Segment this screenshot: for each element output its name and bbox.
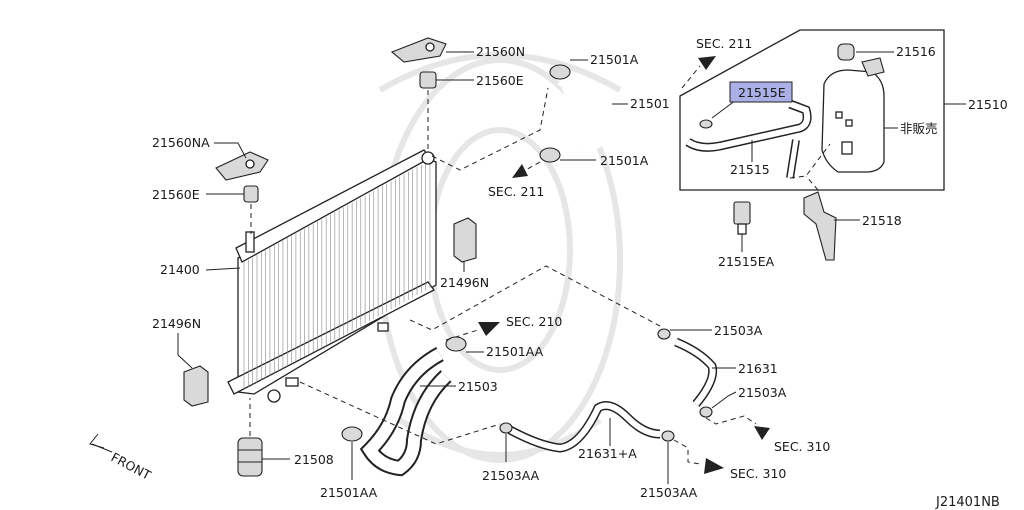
reservoir-hose-21515 <box>685 99 812 179</box>
sec211-mid-arrow <box>512 161 541 178</box>
hose-clamp-21501A-top <box>549 64 571 80</box>
diagram-code: J21401NB <box>935 495 1000 510</box>
ref-sec211-mid[interactable]: SEC. 211 <box>488 184 544 199</box>
label-21510: 21510 <box>968 97 1008 112</box>
mount-rubber-21508 <box>237 437 263 477</box>
label-21503A-mid: 21503A <box>738 385 787 400</box>
mount-bushing-21560E-left <box>243 185 259 203</box>
air-guide-21496N-left <box>183 365 209 407</box>
label-21560NA: 21560NA <box>152 135 210 150</box>
label-21503AA-mid: 21503AA <box>482 468 540 483</box>
reservoir-cap-21516 <box>837 43 855 61</box>
radiator-top-pin <box>245 231 255 253</box>
label-21515E: 21515E <box>738 85 786 100</box>
ref-sec310-bottom[interactable]: SEC. 310 <box>730 466 786 481</box>
hose-clamp-21503AA-right <box>661 430 675 442</box>
label-21501AA-mid: 21501AA <box>486 344 544 359</box>
radiator-inlet-pipe <box>421 151 435 165</box>
upper-hose-21501 <box>557 75 612 154</box>
hose-21631A <box>507 401 661 453</box>
label-21501A-low: 21501A <box>600 153 649 168</box>
sec310-bottom-arrow <box>704 458 724 474</box>
label-21503A-top: 21503A <box>714 323 763 338</box>
label-21515EA: 21515EA <box>718 254 775 269</box>
highlight-box <box>729 81 793 103</box>
sec211-top-arrow <box>681 56 716 89</box>
mount-bracket-21560N <box>390 37 447 63</box>
label-21400: 21400 <box>160 262 200 277</box>
label-21631A: 21631+A <box>578 446 637 461</box>
radiator-tab <box>377 322 389 332</box>
mount-bushing-21560E-top <box>419 71 437 89</box>
ref-sec310-top[interactable]: SEC. 310 <box>774 439 830 454</box>
radiator-core-fins <box>243 160 431 390</box>
air-guide-21496N-mid <box>453 217 477 263</box>
hose-21631 <box>674 337 718 407</box>
label-not-for-sale: 非販売 <box>900 121 938 136</box>
radiator-lower-tab <box>285 377 299 387</box>
hose-clamp-21501A-low <box>539 147 561 163</box>
label-21516: 21516 <box>896 44 936 59</box>
label-21503AA-right: 21503AA <box>640 485 698 500</box>
hose-clamp-21503AA-mid <box>499 422 513 434</box>
label-21515: 21515 <box>730 162 770 177</box>
label-21560E-left: 21560E <box>152 187 200 202</box>
label-21515E-highlight[interactable]: 21515E <box>729 81 793 103</box>
hose-clamp-21503A-mid <box>699 406 713 418</box>
label-21560E-top: 21560E <box>476 73 524 88</box>
lower-hose-21503 <box>359 346 452 477</box>
label-21560N: 21560N <box>476 44 525 59</box>
hose-clip-21515EA <box>733 201 751 235</box>
label-21501: 21501 <box>630 96 670 111</box>
label-21518: 21518 <box>862 213 902 228</box>
hose-clamp-21501AA-bottom <box>341 426 363 442</box>
sec210-arrow <box>445 322 500 341</box>
mount-bracket-21560NA <box>215 151 269 181</box>
ref-sec210[interactable]: SEC. 210 <box>506 314 562 329</box>
reservoir-bracket-21518 <box>803 191 837 261</box>
label-21496N-mid: 21496N <box>440 275 489 290</box>
radiator-outlet-pipe <box>267 389 281 403</box>
reservoir-tank-21510 <box>821 57 885 173</box>
hose-clip-21515E <box>699 119 713 129</box>
front-direction-arrow <box>89 433 113 453</box>
label-21501A-top: 21501A <box>590 52 639 67</box>
hose-clamp-21503A-top <box>657 328 671 340</box>
ref-sec211-top[interactable]: SEC. 211 <box>696 36 752 51</box>
label-21503: 21503 <box>458 379 498 394</box>
label-21508: 21508 <box>294 452 334 467</box>
label-21496N-left: 21496N <box>152 316 201 331</box>
radiator-21400 <box>227 149 437 403</box>
label-21501AA-bottom: 21501AA <box>320 485 378 500</box>
sec310-top-arrow <box>754 426 770 440</box>
label-front: FRONT <box>109 449 154 482</box>
label-21631: 21631 <box>738 361 778 376</box>
